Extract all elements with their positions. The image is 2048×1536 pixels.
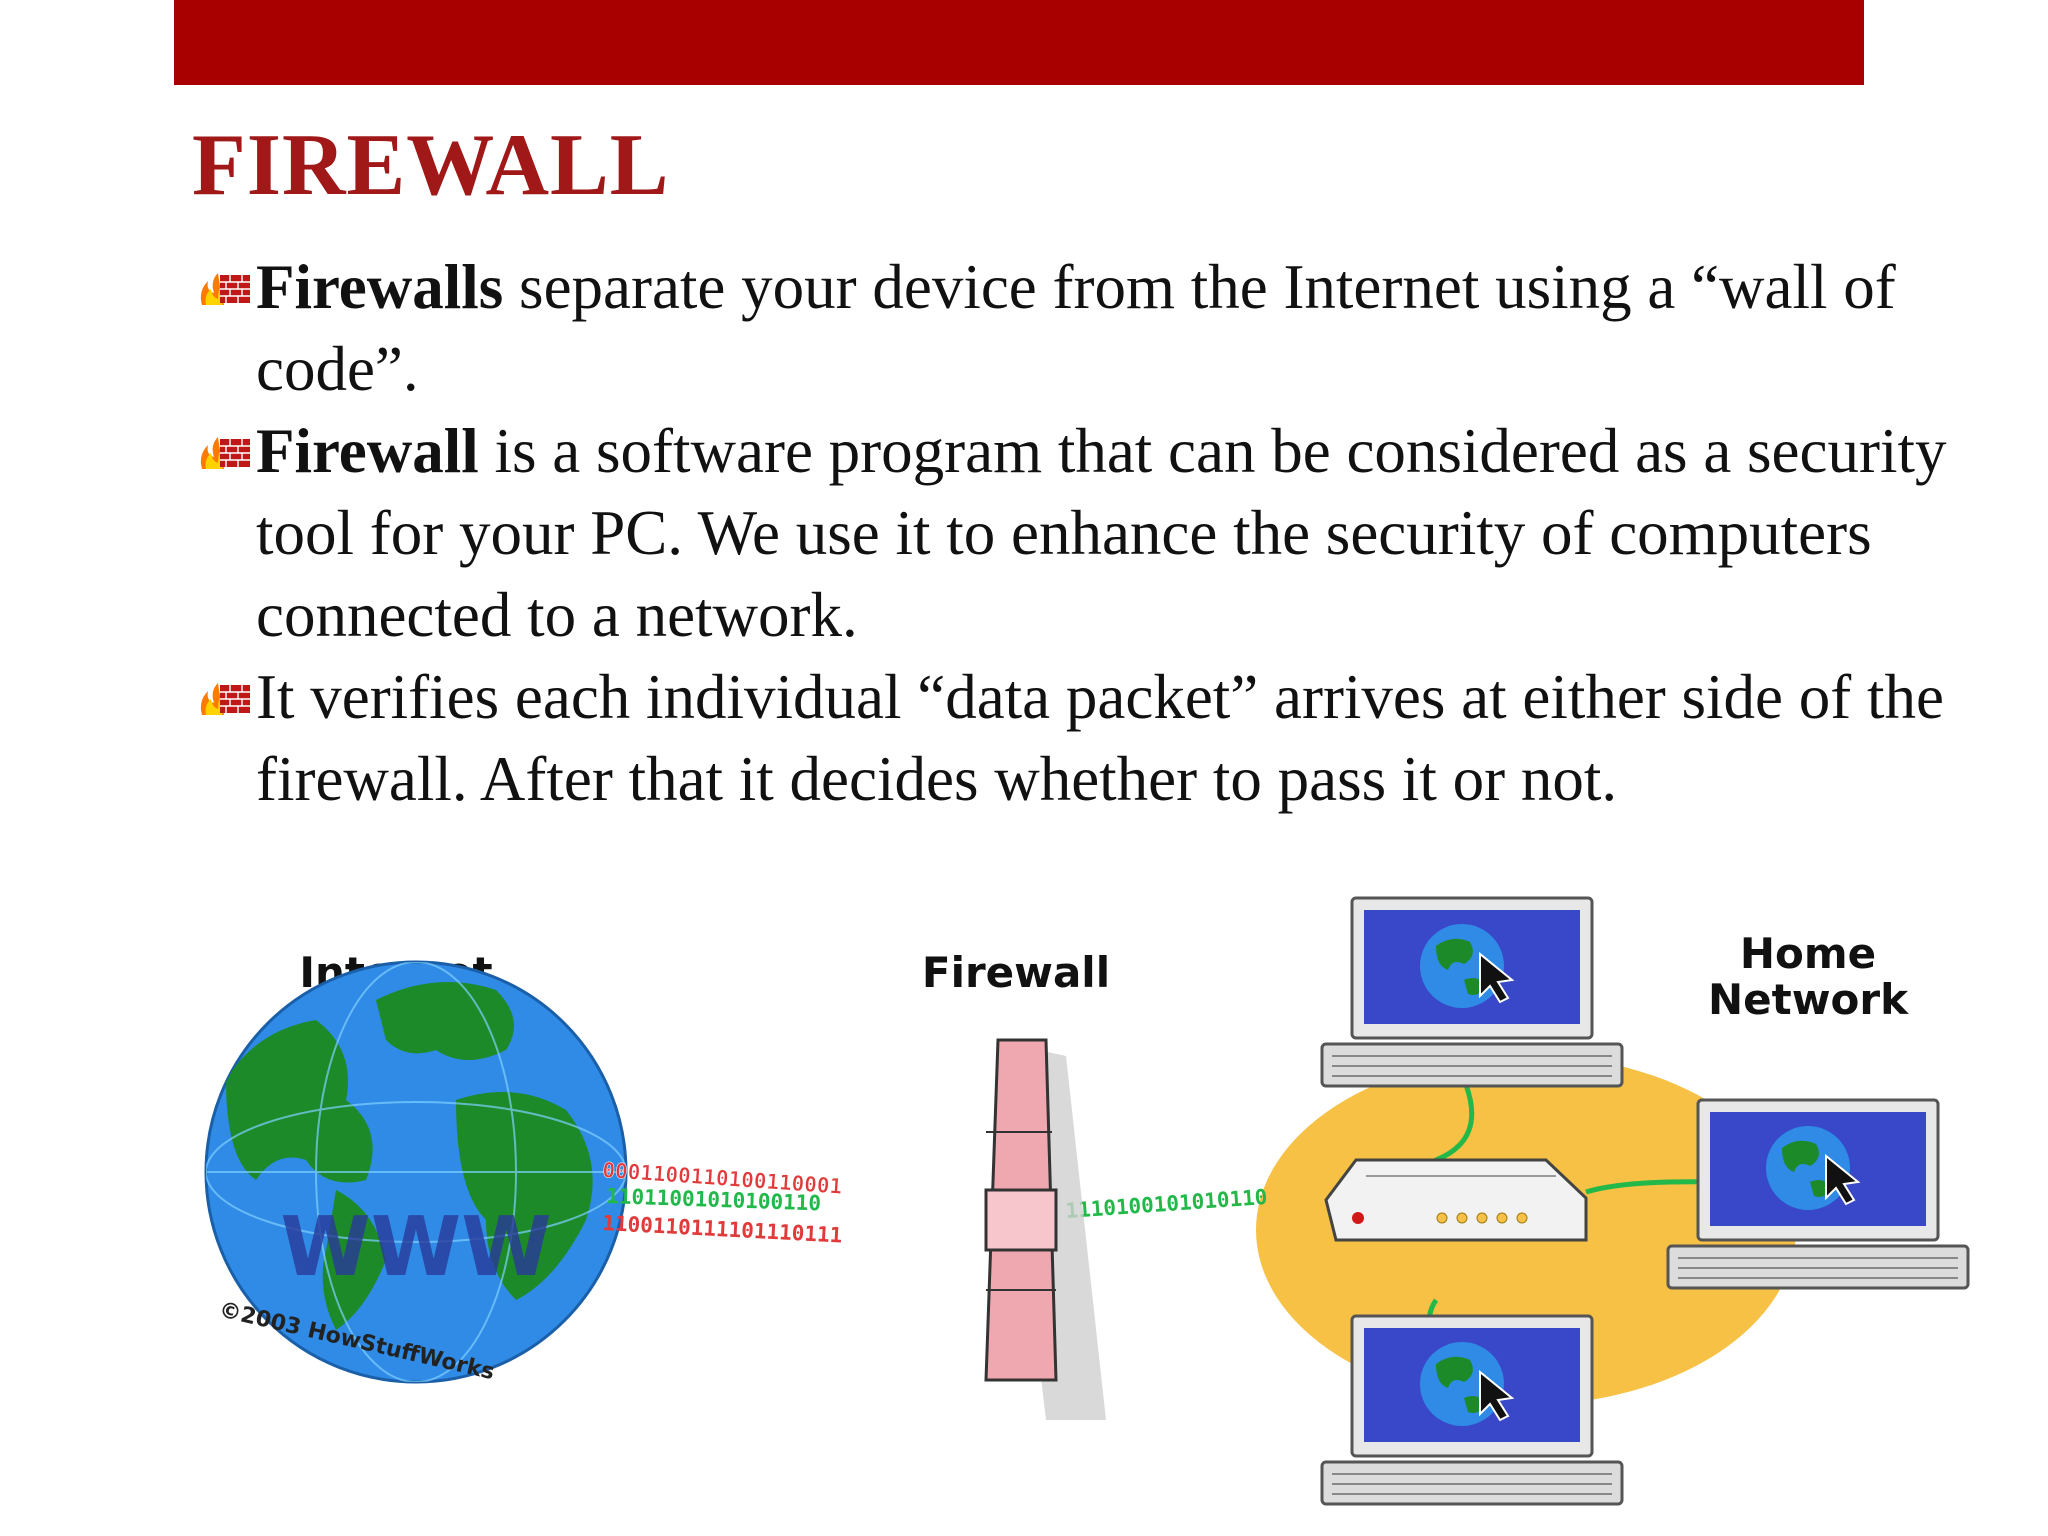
- home-network-label-line1: Home: [1740, 929, 1876, 978]
- firewall-bullet-icon: [200, 437, 250, 469]
- globe-icon: WWW: [204, 960, 628, 1384]
- firewall-label: Firewall: [922, 948, 1110, 997]
- firewall-bullet-icon: [200, 273, 250, 305]
- firewall-diagram: Internet Firewall Home Network WWW ©2003…: [186, 860, 1986, 1520]
- slide-header-bar: [174, 0, 1864, 85]
- packet-stream-passed: 1110100101010110: [1065, 1185, 1268, 1223]
- bullet-item: It verifies each individual “data packet…: [196, 656, 1956, 820]
- home-network-label-line2: Network: [1708, 975, 1909, 1024]
- bullet-lead: Firewall: [256, 416, 479, 486]
- bullet-text: It verifies each individual “data packet…: [256, 662, 1944, 814]
- bullet-text: separate your device from the Internet u…: [256, 252, 1896, 404]
- computer-icon: [1320, 1314, 1624, 1506]
- bullet-item: Firewall is a software program that can …: [196, 410, 1956, 656]
- globe-www-text: WWW: [280, 1200, 551, 1295]
- computer-icon: [1320, 896, 1624, 1088]
- bullet-text: is a software program that can be consid…: [256, 416, 1947, 650]
- firewall-bullet-icon: [200, 683, 250, 715]
- bullet-lead: Firewalls: [256, 252, 504, 322]
- bullet-list: Firewalls separate your device from the …: [196, 246, 1956, 820]
- bullet-item: Firewalls separate your device from the …: [196, 246, 1956, 410]
- firewall-wall-icon: [984, 1038, 1106, 1420]
- packet-stream-red-2: 1100110111101110111: [602, 1211, 843, 1248]
- computer-icon: [1666, 1098, 1970, 1290]
- router-icon: [1324, 1158, 1588, 1242]
- slide-title: FIREWALL: [192, 117, 670, 214]
